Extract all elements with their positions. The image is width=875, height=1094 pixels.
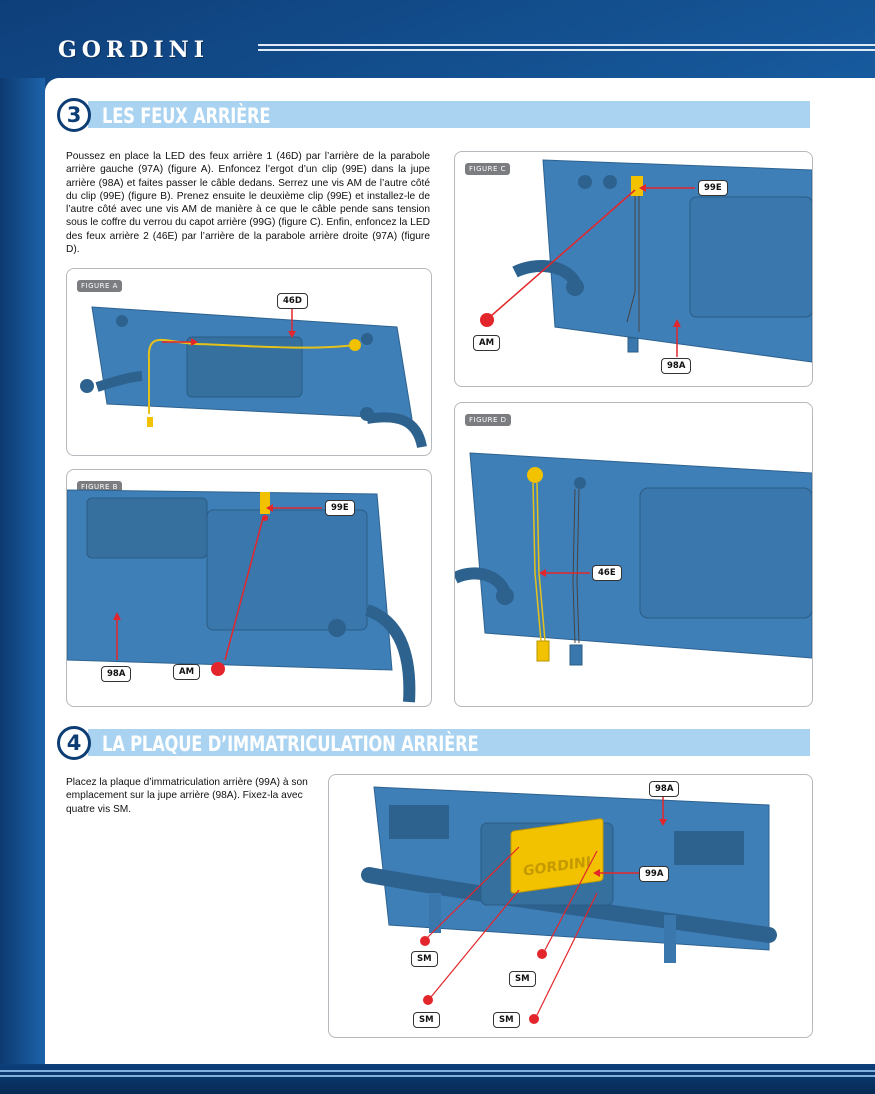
section-3-number: 3 — [57, 98, 91, 132]
brand-logo: GORDINI — [58, 37, 210, 63]
figure-a-label: FIGURE A — [77, 280, 122, 292]
figure-d-label: FIGURE D — [465, 414, 511, 426]
section-4-number: 4 — [57, 726, 91, 760]
tag-sm-4: SM — [493, 1012, 520, 1028]
bottom-band — [0, 1064, 875, 1094]
section-4-text: Placez la plaque d’immatriculation arriè… — [66, 777, 308, 815]
tag-98a-plate: 98A — [649, 781, 680, 797]
tag-am: AM — [173, 664, 201, 680]
figure-a-illustration — [80, 306, 427, 449]
tag-46e: 46E — [592, 565, 622, 581]
figure-b-illustration — [67, 489, 416, 703]
tag-98a-c: 98A — [661, 358, 692, 374]
tag-98a: 98A — [101, 666, 132, 682]
tag-sm-2: SM — [509, 971, 536, 987]
brand-stripes — [258, 44, 875, 58]
tag-sm-3: SM — [413, 1012, 440, 1028]
tag-46d: 46D — [277, 293, 308, 309]
figure-plate-illustration: GORDINI — [361, 786, 777, 1024]
left-band — [0, 78, 45, 1064]
figure-c: FIGURE C 99E AM 98A — [454, 151, 813, 387]
figure-c-label: FIGURE C — [465, 163, 511, 175]
figure-b: FIGURE B 99E 98A AM — [66, 469, 432, 707]
section-4-title: LA PLAQUE D’IMMATRICULATION ARRIÈRE — [102, 732, 479, 756]
brand-header: GORDINI — [58, 36, 209, 64]
tag-am-c: AM — [473, 335, 501, 351]
figure-plate: GORDINI 98A 99A SM SM SM SM — [328, 774, 813, 1038]
section-3-title: LES FEUX ARRIÈRE — [102, 104, 271, 128]
tag-99a: 99A — [639, 866, 670, 882]
tag-99e-c: 99E — [698, 180, 728, 196]
figure-a: FIGURE A 46D — [66, 268, 432, 456]
section-3-text: Poussez en place la LED des feux arrière… — [66, 151, 430, 256]
tag-sm-1: SM — [411, 951, 438, 967]
figure-c-illustration — [480, 159, 812, 363]
section-4-bar — [88, 729, 810, 756]
tag-99e: 99E — [325, 500, 355, 516]
figure-d-illustration — [455, 452, 812, 666]
figure-d: FIGURE D 46E — [454, 402, 813, 707]
section-3-bar — [88, 101, 810, 128]
